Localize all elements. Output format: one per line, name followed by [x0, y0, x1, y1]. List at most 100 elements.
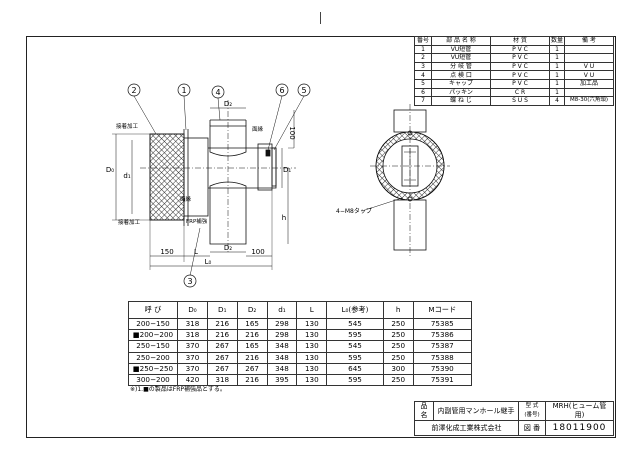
label-D1-right: D₁	[283, 166, 291, 174]
table-cell: 75391	[412, 373, 473, 387]
table-cell: 395	[266, 373, 298, 387]
table-cell: 267	[206, 340, 238, 353]
label-d2-top: D₂	[224, 100, 232, 108]
label-adhesive-top: 接着加工	[116, 122, 139, 130]
label-d2-bottom: D₂	[224, 244, 232, 252]
collar-hatch	[149, 133, 185, 221]
table-cell: 250−200	[128, 351, 178, 364]
table-cell: 75388	[412, 351, 473, 364]
company-name: 前澤化成工業株式会社	[414, 420, 519, 436]
balloon-1: 1	[177, 83, 191, 97]
table-cell: 216	[236, 329, 268, 342]
header-nominal: 呼 び	[128, 301, 178, 319]
product-name: 内副管用マンホール継手	[433, 401, 519, 421]
table-cell: 216	[206, 329, 238, 342]
label-h: h	[282, 214, 286, 222]
parts-table: 番号 部 品 名 称 材 質 数量 備 考 1 VU短管 P V C 1 2 V…	[414, 36, 614, 106]
table-cell: ■250−250	[128, 362, 178, 375]
label-150: 150	[160, 248, 173, 256]
header-d1: D₁	[206, 301, 238, 319]
table-row: ■200−200 318 216 216 298 130 595 250 753…	[128, 329, 473, 342]
table-cell: 267	[236, 362, 268, 375]
label-100-bottom: 100	[251, 248, 264, 256]
down-pipe	[209, 181, 247, 245]
label-d0: D₀	[106, 166, 114, 174]
table-cell: 200−150	[128, 317, 178, 331]
table-cell: 250	[382, 351, 414, 364]
table-cell: 250−150	[128, 340, 178, 353]
table-cell: 318	[177, 329, 208, 342]
balloon-3: 3	[183, 274, 197, 288]
table-cell: ■200−200	[128, 329, 178, 342]
dimension-header-row: 呼 び D₀ D₁ D₂ d₁ L L₀(参考) h Mコード	[128, 301, 473, 319]
table-cell: 370	[177, 340, 208, 353]
table-cell: 250	[382, 373, 414, 387]
table-cell: 250	[382, 340, 414, 353]
table-cell: 348	[266, 351, 298, 364]
table-row: ■250−250 370 267 267 348 130 645 300 753…	[128, 362, 473, 375]
table-cell: 75387	[412, 340, 473, 353]
table-cell: 250	[382, 329, 414, 342]
header-d0: D₀	[177, 301, 208, 319]
inspection-riser	[209, 125, 247, 157]
title-row-company: 前澤化成工業株式会社 図 番 18011900	[414, 420, 614, 436]
table-cell: 267	[206, 351, 238, 364]
drawing-no: 18011900	[545, 420, 614, 436]
table-row: 200−150 318 216 165 298 130 545 250 7538…	[128, 317, 473, 331]
table-row: 250−150 370 267 165 348 130 545 250 7538…	[128, 340, 473, 353]
table-cell: 130	[296, 329, 328, 342]
svg-text:1: 1	[181, 86, 186, 95]
header-h: h	[382, 301, 414, 319]
table-cell: 370	[177, 351, 208, 364]
svg-text:4: 4	[215, 88, 220, 97]
table-cell: 595	[326, 351, 384, 364]
table-row: 250−200 370 267 216 348 130 595 250 7538…	[128, 351, 473, 364]
table-cell: 348	[266, 362, 298, 375]
table-cell: 130	[296, 373, 328, 387]
label-L: L	[194, 248, 198, 256]
header-L: L	[296, 301, 328, 319]
header-d1-small: d₁	[266, 301, 298, 319]
table-cell: 165	[236, 317, 268, 331]
svg-text:2: 2	[131, 86, 136, 95]
dimension-table: 呼 び D₀ D₁ D₂ d₁ L L₀(参考) h Mコード 200−150 …	[128, 301, 473, 387]
table-cell: 348	[266, 340, 298, 353]
model-value: MRH(ヒューム管用)	[545, 401, 614, 421]
table-cell: 545	[326, 317, 384, 331]
svg-text:6: 6	[279, 86, 284, 95]
front-view	[361, 104, 450, 256]
table-cell: 216	[236, 351, 268, 364]
table-cell: 216	[206, 317, 238, 331]
svg-text:3: 3	[187, 277, 192, 286]
name-label: 品 名	[414, 401, 434, 421]
header-mcode: Mコード	[412, 301, 473, 319]
header-L0: L₀(参考)	[326, 301, 384, 319]
table-cell: 300	[382, 362, 414, 375]
table-row: 7 蝶 ね じ S U S 4 M8-30(六角頭)	[414, 96, 614, 106]
table-cell: 318	[177, 317, 208, 331]
header-d2: D₂	[236, 301, 268, 319]
balloon-2: 2	[127, 83, 141, 97]
table-cell: 595	[326, 373, 384, 387]
title-row-name: 品 名 内副管用マンホール継手 型 式 (番号) MRH(ヒューム管用)	[414, 401, 614, 421]
table-cell: 75385	[412, 317, 473, 331]
table-cell: 300−200	[128, 373, 178, 387]
table-cell: 370	[177, 362, 208, 375]
balloon-6: 6	[275, 83, 289, 97]
model-label: 型 式 (番号)	[518, 401, 546, 421]
table-cell: 645	[326, 362, 384, 375]
table-cell: 75386	[412, 329, 473, 342]
title-block: 品 名 内副管用マンホール継手 型 式 (番号) MRH(ヒューム管用) 前澤化…	[414, 401, 614, 436]
table-cell: 595	[326, 329, 384, 342]
table-cell: 130	[296, 362, 328, 375]
label-sealing: 面縁	[252, 125, 264, 133]
label-frp: FRP補強	[186, 217, 208, 225]
table-row: 300−200 420 318 216 395 130 595 250 7539…	[128, 373, 473, 387]
drawing-frame	[26, 36, 616, 438]
svg-text:5: 5	[301, 86, 306, 95]
balloon-4: 4	[211, 85, 225, 99]
label-adhesive-bottom: 接着加工	[118, 218, 141, 226]
table-cell: M8-30(六角頭)	[564, 96, 614, 106]
